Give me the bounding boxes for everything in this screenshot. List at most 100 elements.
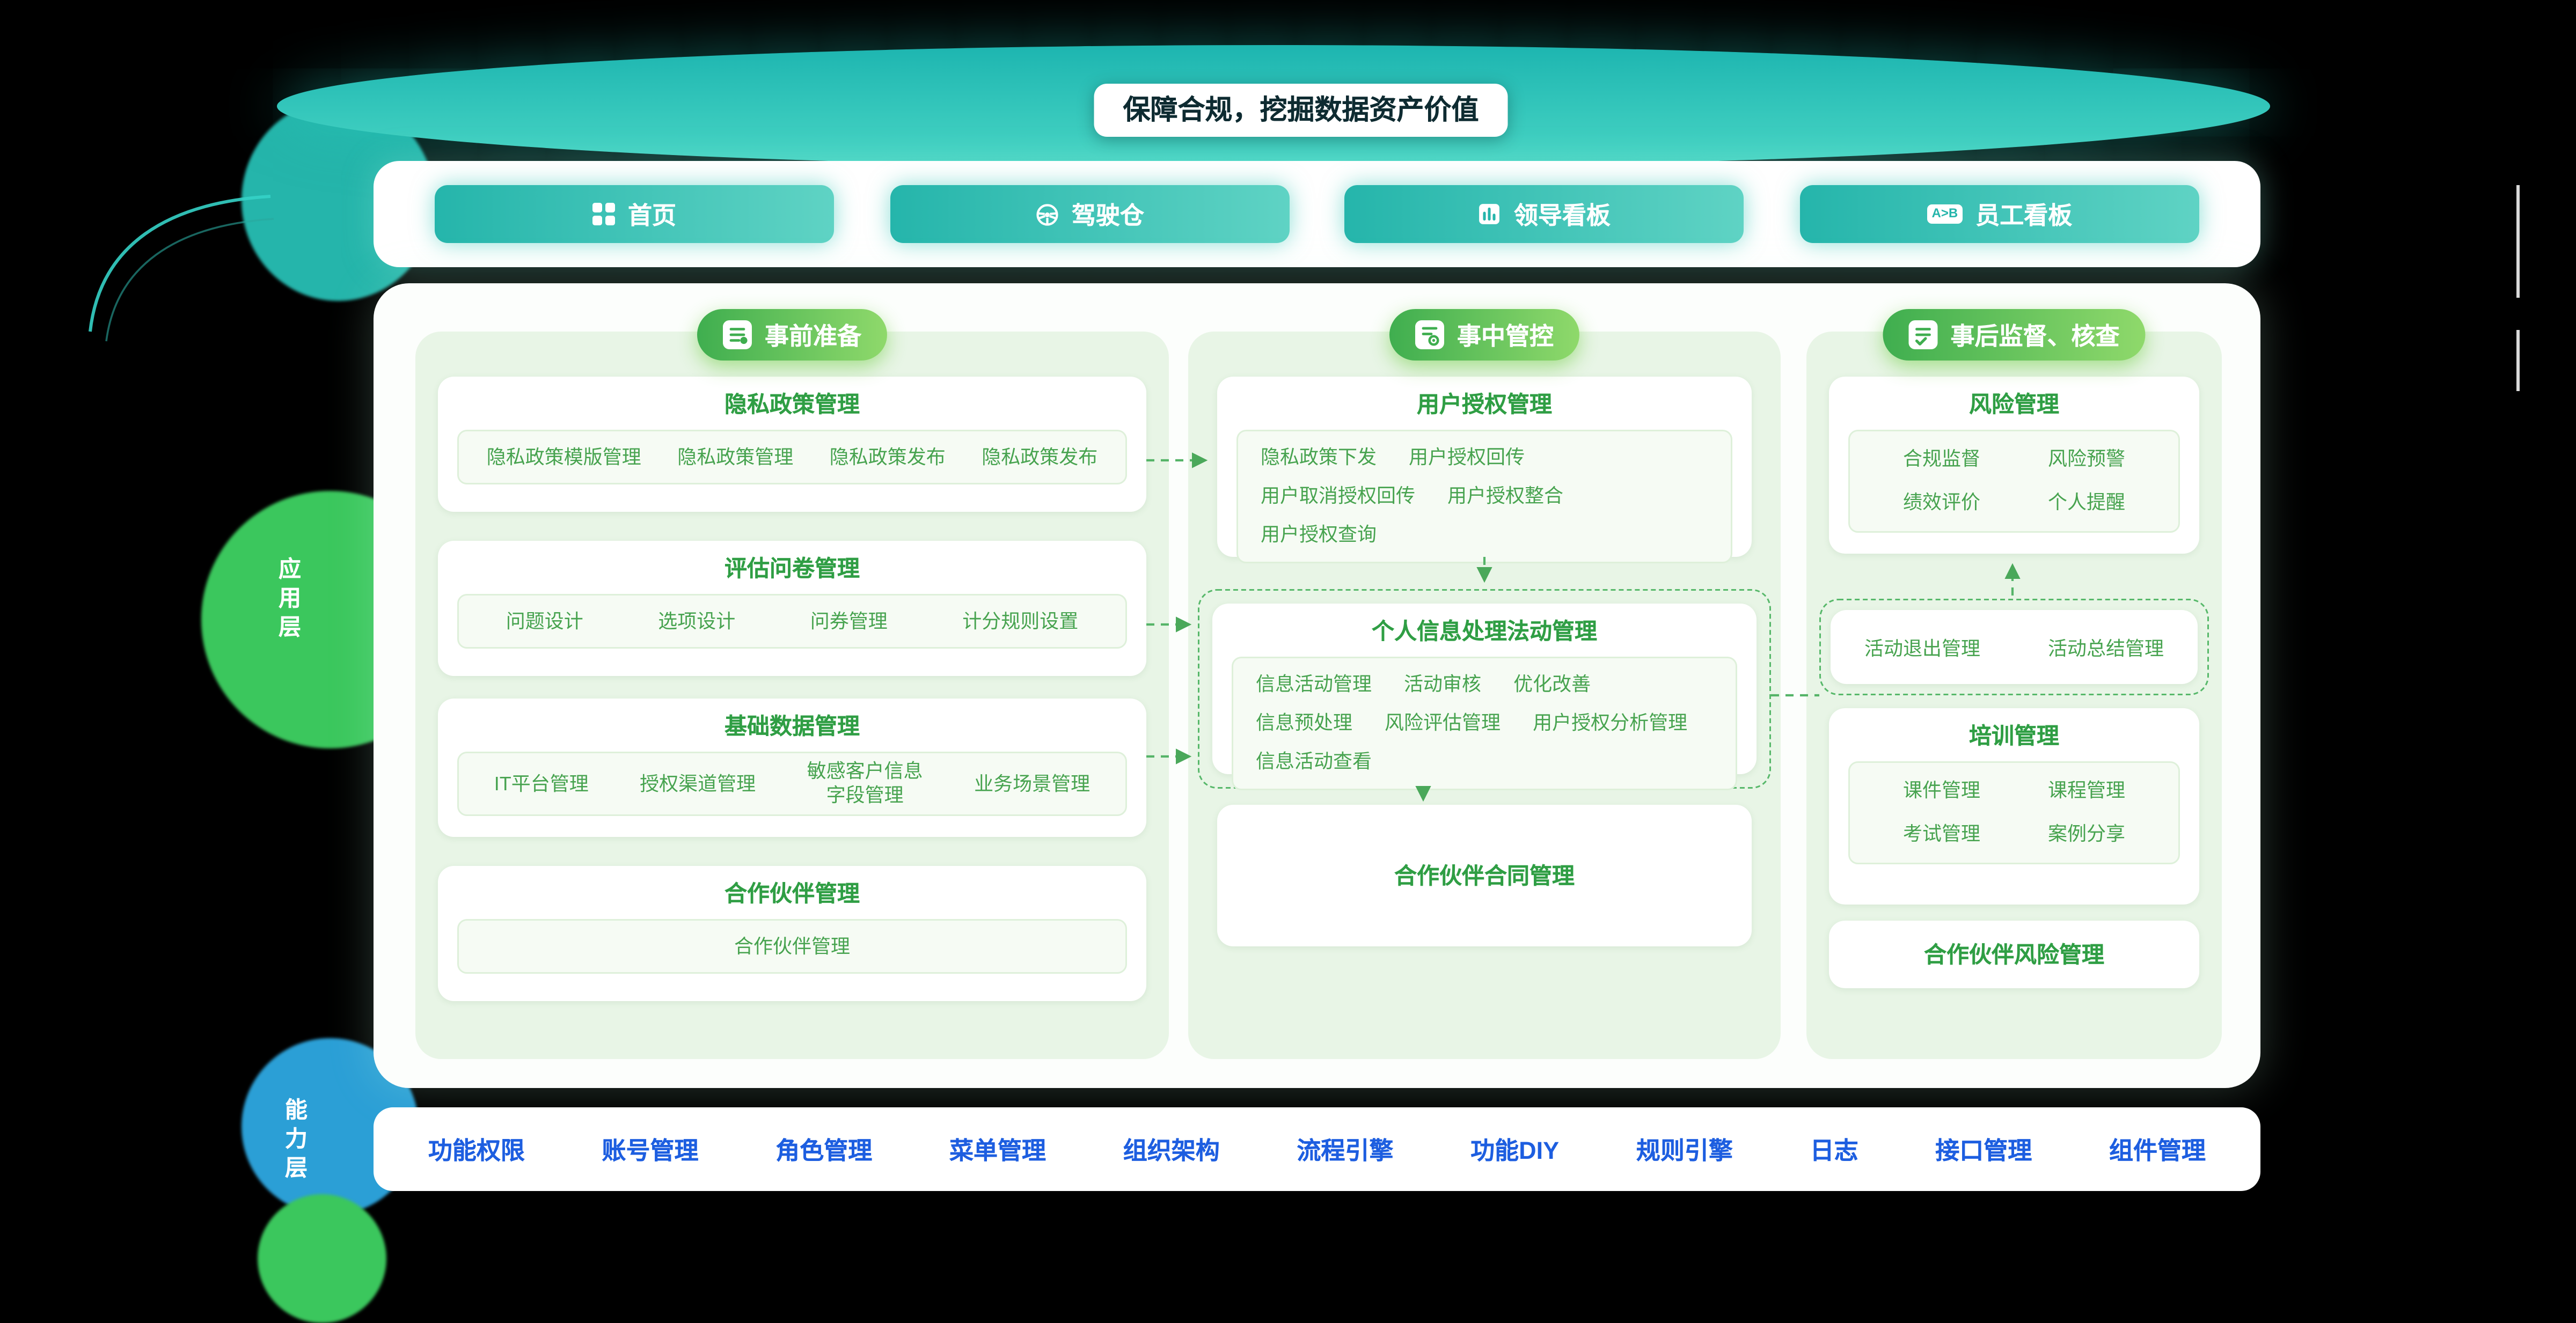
module-item: 隐私政策发布 [829,445,946,468]
module-item: 隐私政策模版管理 [486,445,641,468]
card-title: 隐私政策管理 [724,391,860,417]
module-item: 合规监督 [1902,447,1980,470]
module-item: 敏感客户信息 字段管理 [807,760,923,806]
card-partner-contract-mgmt: 合作伙伴合同管理 [1217,805,1752,946]
module-item: 风险评估管理 [1385,711,1501,734]
top-nav-bar: 首页 驾驶仓 领导看板 A>B 员工看板 [374,161,2260,267]
card-title: 合作伙伴风险管理 [1924,942,2104,967]
card-personal-info-activity-mgmt: 个人信息处理法动管理 信息活动管理活动审核优化改善信息预处理风险评估管理用户授权… [1212,604,1757,790]
module-item-strip: 合规监督 风险预警绩效评价 个人提醒 [1848,430,2180,533]
edge-tick [2516,330,2520,391]
column-header-label: 事中管控 [1457,322,1554,350]
module-item: 计分规则设置 [962,609,1079,632]
capability-item[interactable]: 账号管理 [602,1137,699,1165]
card-title: 合作伙伴管理 [724,880,860,906]
document-gear-icon [1415,320,1444,349]
card-assessment-questionnaire-mgmt: 评估问卷管理 问题设计 选项设计 问券管理 计分规则设置 [438,541,1146,676]
column-header-label: 事前准备 [764,322,862,350]
architecture-diagram: 保障合规，挖掘数据资产价值 首页 驾驶仓 领导看板 A>B 员工看板 [89,45,2520,1323]
module-item-strip: 问题设计 选项设计 问券管理 计分规则设置 [457,594,1127,649]
column-header-pre-preparation: 事前准备 [697,309,888,361]
card-training-mgmt: 培训管理 课件管理课程管理考试管理案例分享 [1829,708,2199,905]
nav-label: 首页 [627,202,676,230]
capability-layer-label: 能力层 [283,1098,309,1185]
capability-item[interactable]: 流程引擎 [1297,1137,1394,1165]
card-title: 基础数据管理 [724,713,860,739]
card-user-authorization-mgmt: 用户授权管理 隐私政策下发用户授权回传用户取消授权回传用户授权整合用户授权查询 [1217,377,1752,563]
capability-item[interactable]: 接口管理 [1935,1137,2032,1165]
module-item-strip: 隐私政策下发用户授权回传用户取消授权回传用户授权整合用户授权查询 [1236,430,1732,563]
module-item: 活动退出管理 [1864,636,1980,659]
module-item: 活动总结管理 [2047,636,2164,659]
module-item: 用户授权整合 [1447,484,1564,507]
module-item: 隐私政策发布 [982,445,1098,468]
module-item: 选项设计 [658,609,736,632]
card-risk-mgmt: 风险管理 合规监督 风险预警绩效评价 个人提醒 [1829,377,2199,554]
module-item: 课程管理 [2047,779,2125,802]
module-item: 用户授权查询 [1261,523,1377,546]
capability-item[interactable]: 菜单管理 [949,1137,1046,1165]
capability-item[interactable]: 角色管理 [775,1137,873,1165]
nav-button-cockpit[interactable]: 驾驶仓 [889,185,1289,243]
card-title: 用户授权管理 [1417,391,1552,417]
module-item: 业务场景管理 [974,771,1091,795]
capability-item[interactable]: 功能DIY [1470,1137,1560,1165]
module-item: IT平台管理 [494,771,589,795]
nav-label: 驾驶仓 [1071,202,1144,230]
nav-label: 员工看板 [1975,202,2073,230]
card-activity-exit-summary: 活动退出管理 活动总结管理 [1831,610,2198,684]
grid-icon [592,203,615,225]
module-item: 问券管理 [810,609,888,632]
module-item: 隐私政策下发 [1261,446,1377,468]
capability-item[interactable]: 功能权限 [428,1137,525,1165]
capability-item[interactable]: 组件管理 [2109,1137,2206,1165]
card-title: 培训管理 [1969,723,2059,748]
capability-item[interactable]: 组织架构 [1123,1137,1220,1165]
nav-button-leader-dashboard[interactable]: 领导看板 [1344,185,1744,243]
ab-compare-icon: A>B [1927,204,1963,224]
module-item: 绩效评价 [1902,491,1980,513]
column-header-in-process-control: 事中管控 [1389,309,1580,361]
green-blob-bottom [258,1194,386,1323]
column-pre-preparation: 隐私政策管理 隐私政策模版管理隐私政策管理隐私政策发布隐私政策发布 评估问卷管理… [415,332,1169,1059]
module-item: 用户授权回传 [1409,446,1525,468]
column-post-supervision: 风险管理 合规监督风险预警绩效评价个人提醒 活动退出管理活动总结管理 培训管理 … [1806,332,2222,1059]
module-item: 信息活动查看 [1256,750,1372,773]
nav-button-employee-dashboard[interactable]: A>B 员工看板 [1799,185,2199,243]
module-item: 案例分享 [2047,822,2125,845]
module-item: 用户授权分析管理 [1533,711,1688,734]
module-item: 风险预警 [2047,447,2125,470]
card-title: 合作伙伴合同管理 [1394,863,1575,888]
nav-label: 领导看板 [1513,202,1611,230]
module-item-strip: 合作伙伴管理 [457,919,1127,974]
bar-chart-icon [1479,203,1501,225]
module-item-strip: IT平台管理授权渠道管理敏感客户信息 字段管理业务场景管理 [457,752,1127,816]
capability-bar: 功能权限 账号管理 角色管理 菜单管理 组织架构 流程引擎 功能DIY 规则引擎 日志 接口管理 组… [374,1107,2260,1191]
application-layer-label: 应用层 [277,557,303,644]
capability-item[interactable]: 日志 [1810,1137,1858,1165]
document-pencil-icon [722,320,752,349]
card-privacy-policy-mgmt: 隐私政策管理 隐私政策模版管理隐私政策管理隐私政策发布隐私政策发布 [438,377,1146,512]
module-item-strip: 隐私政策模版管理 隐私政策管理 隐私政策发布 隐私政策发布 [457,430,1127,484]
steering-wheel-icon [1035,202,1059,226]
module-item: 信息活动管理 [1256,673,1372,695]
module-item: 考试管理 [1902,822,1980,845]
card-title: 风险管理 [1969,391,2059,417]
card-partner-risk-mgmt: 合作伙伴风险管理 [1829,921,2199,988]
module-item: 合作伙伴管理 [734,934,850,957]
card-basic-data-mgmt: 基础数据管理 IT平台管理授权渠道管理敏感客户信息 字段管理业务场景管理 [438,699,1146,837]
banner-slogan: 保障合规，挖掘数据资产价值 [1094,84,1508,137]
edge-tick [2516,185,2520,298]
nav-button-home[interactable]: 首页 [435,185,834,243]
module-item-strip: 课件管理课程管理考试管理案例分享 [1848,761,2180,864]
module-item: 隐私政策管理 [677,445,794,468]
capability-item[interactable]: 规则引擎 [1636,1137,1733,1165]
module-item: 个人提醒 [2047,491,2125,513]
column-header-post-supervision: 事后监督、核查 [1883,309,2146,361]
module-item: 问题设计 [506,609,583,632]
module-item: 信息预处理 [1256,711,1353,734]
column-header-label: 事后监督、核查 [1950,322,2120,350]
card-title: 评估问卷管理 [724,555,860,581]
module-item-strip: 信息活动管理活动审核优化改善信息预处理风险评估管理用户授权分析管理信息活动查看 [1232,657,1737,790]
checklist-icon [1908,320,1938,349]
